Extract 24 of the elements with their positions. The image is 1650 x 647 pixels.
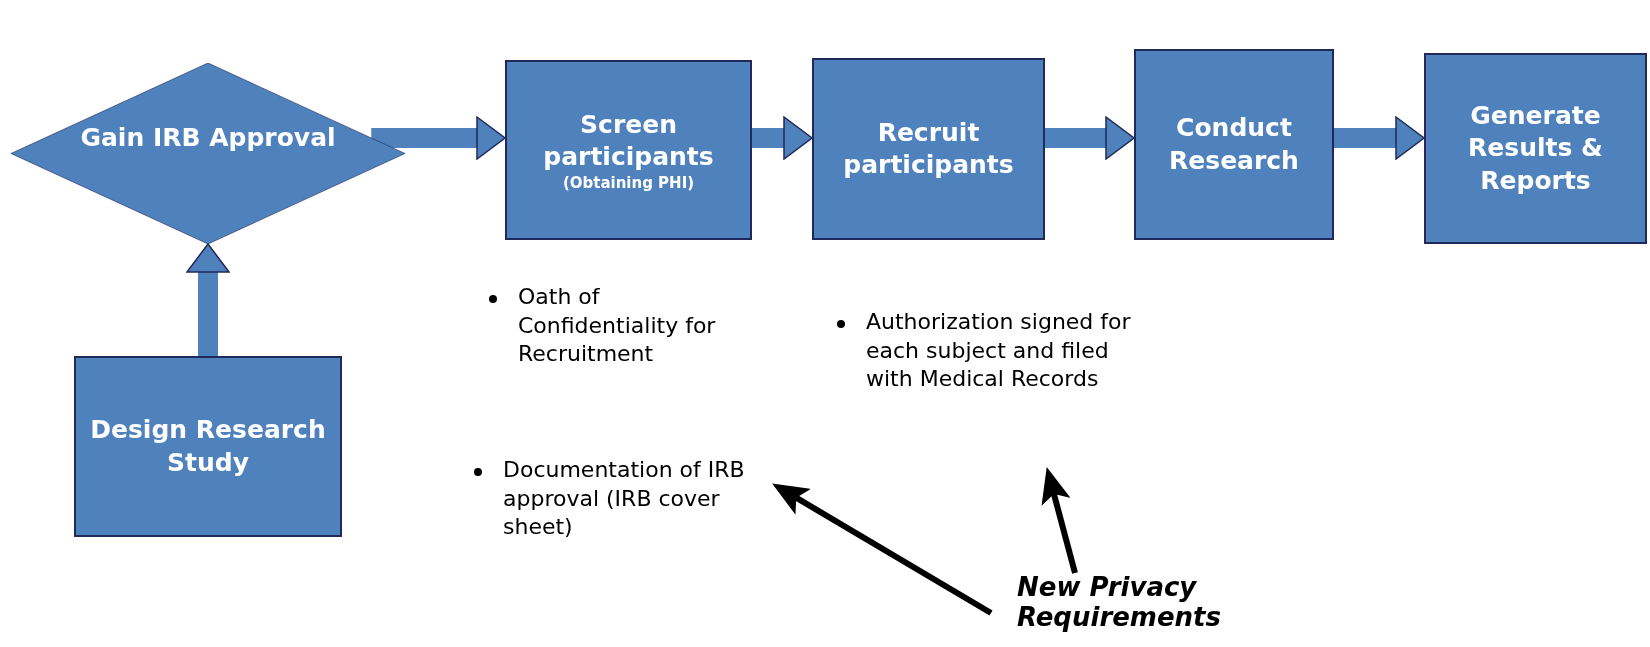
node-label: Conduct Research bbox=[1168, 112, 1300, 177]
process-box bbox=[505, 60, 752, 240]
node-label: Documentation of IRB approval (IRB cover sheet) bbox=[503, 456, 746, 542]
process-box bbox=[1134, 49, 1334, 240]
node-label: New Privacy Requirements bbox=[1017, 573, 1222, 633]
decision-diamond bbox=[11, 63, 405, 244]
node-label: Generate Results & Reports bbox=[1467, 99, 1604, 197]
node-sublabel: (Obtaining PHI) bbox=[562, 173, 695, 192]
block-arrow bbox=[1045, 116, 1135, 160]
node-label: Authorization signed for each subject and filed with Medical Records bbox=[866, 308, 1132, 394]
block-arrow bbox=[186, 243, 230, 356]
process-box bbox=[1424, 53, 1647, 244]
block-arrow bbox=[752, 116, 813, 160]
node-label: Screen participants bbox=[542, 108, 715, 173]
node-label: Design Research Study bbox=[89, 414, 327, 479]
process-box bbox=[812, 58, 1045, 240]
arrow bbox=[1041, 467, 1078, 574]
bullet-note: Oath of Confidentiality for Recruitment bbox=[518, 283, 748, 369]
arrow bbox=[771, 481, 993, 616]
block-arrow bbox=[1334, 116, 1425, 160]
node-label: Gain IRB Approval bbox=[80, 122, 336, 155]
block-arrow bbox=[371, 116, 506, 160]
node-label: Recruit participants bbox=[842, 116, 1015, 181]
process-box bbox=[74, 356, 342, 537]
